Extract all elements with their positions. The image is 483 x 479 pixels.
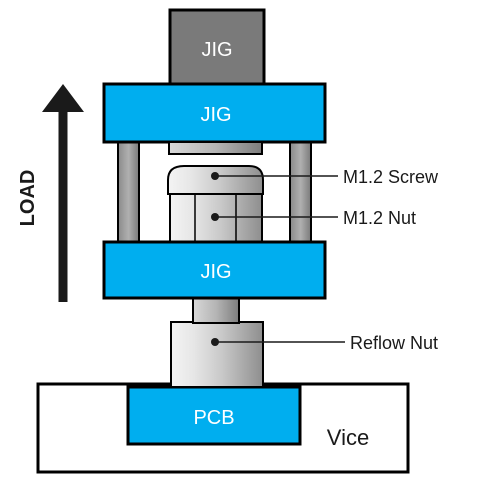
jig-upper-label: JIG: [200, 104, 231, 126]
pcb-block: [126, 385, 302, 446]
jig-upper-block: [102, 82, 327, 144]
reflow-nut-callout-label: Reflow Nut: [350, 333, 438, 353]
right-pillar: [289, 141, 312, 243]
reflow-nut: [170, 321, 264, 388]
jig-lower-block: [102, 240, 327, 300]
vice-label: Vice: [327, 425, 369, 450]
press-plate: [168, 141, 263, 155]
pcb-label: PCB: [193, 407, 234, 429]
load-label: LOAD: [17, 170, 39, 227]
left-pillar: [117, 141, 140, 243]
jig-lower-label: JIG: [200, 261, 231, 283]
screw-callout-label: M1.2 Screw: [343, 167, 439, 187]
nut-callout-label: M1.2 Nut: [343, 208, 416, 228]
load-arrow-head: [42, 84, 84, 112]
jig-top-label: JIG: [201, 39, 232, 61]
connector-shaft: [192, 297, 240, 324]
m12-screw-head: [167, 165, 264, 195]
